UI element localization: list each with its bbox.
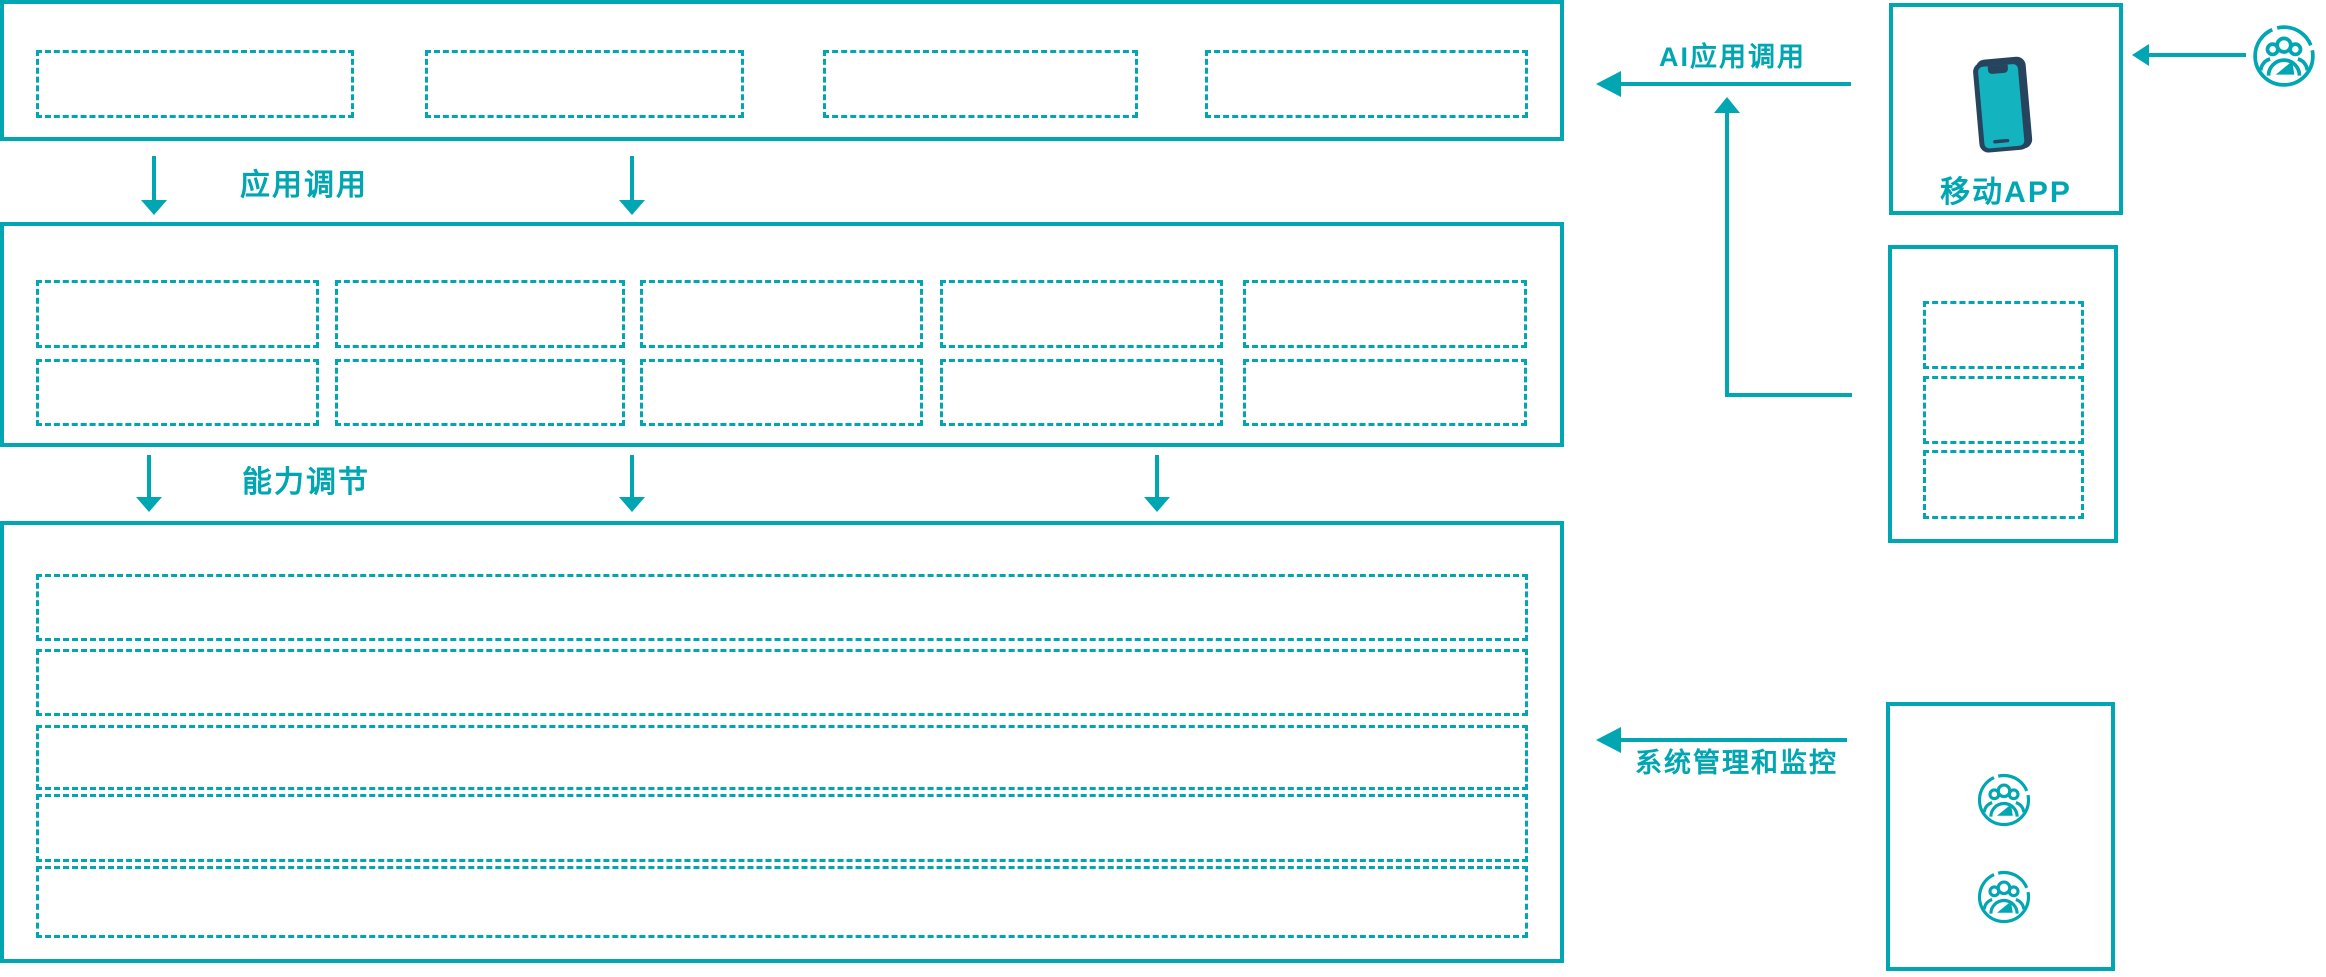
dashed-slot bbox=[36, 50, 354, 118]
dashed-slot bbox=[425, 50, 744, 118]
dashed-slot bbox=[640, 359, 923, 426]
mobile-app-label: 移动APP bbox=[1940, 176, 2072, 209]
dashed-slot bbox=[940, 280, 1223, 348]
dashed-slot bbox=[1243, 359, 1527, 426]
dashed-slot bbox=[36, 794, 1528, 862]
users-group-icon bbox=[1976, 772, 2032, 828]
smartphone-icon bbox=[1969, 52, 2039, 155]
dashed-slot bbox=[36, 866, 1528, 938]
dashed-slot bbox=[640, 280, 923, 348]
dashed-slot bbox=[335, 280, 625, 348]
dashed-slot bbox=[36, 280, 319, 348]
mobile-app-box: 移动APP bbox=[1889, 3, 2123, 215]
dashed-slot bbox=[36, 649, 1528, 716]
dashed-slot bbox=[36, 359, 319, 426]
dashed-slot bbox=[1923, 450, 2084, 519]
capability-adjust-label: 能力调节 bbox=[242, 466, 370, 499]
dashed-slot bbox=[823, 50, 1138, 118]
dashed-slot bbox=[940, 359, 1223, 426]
dashed-slot bbox=[36, 725, 1528, 790]
admin-users-box bbox=[1886, 702, 2115, 971]
system-monitor-label: 系统管理和监控 bbox=[1635, 748, 1838, 778]
bottom-layer-box bbox=[0, 521, 1564, 963]
dashed-slot bbox=[1243, 280, 1527, 348]
users-group-icon bbox=[1976, 869, 2032, 925]
dashed-slot bbox=[36, 574, 1528, 641]
ai-app-call-label: AI应用调用 bbox=[1659, 42, 1806, 72]
middle-layer-box bbox=[0, 222, 1564, 447]
right-middle-box bbox=[1888, 245, 2118, 543]
dashed-slot bbox=[335, 359, 625, 426]
top-layer-box bbox=[0, 0, 1564, 141]
users-group-icon bbox=[2251, 23, 2317, 89]
dashed-slot bbox=[1923, 376, 2084, 444]
app-call-label: 应用调用 bbox=[240, 169, 368, 202]
dashed-slot bbox=[1205, 50, 1528, 118]
dashed-slot bbox=[1923, 301, 2084, 369]
